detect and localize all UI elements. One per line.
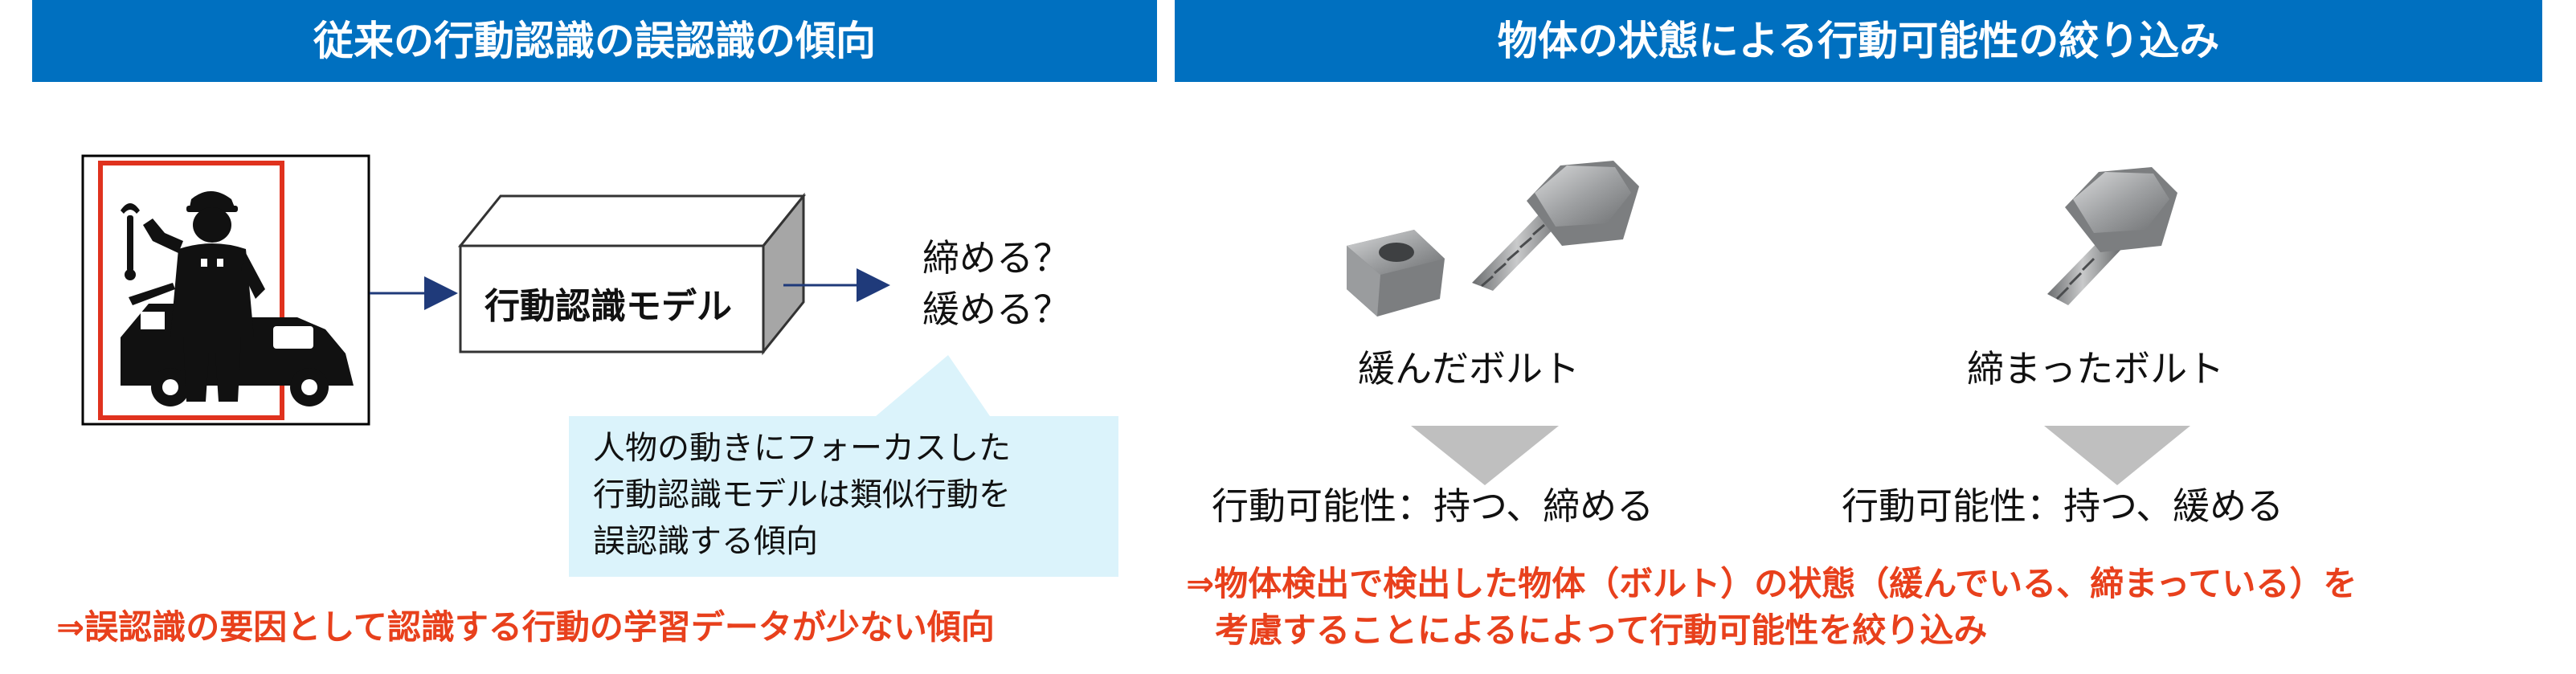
wrench-icon xyxy=(121,203,140,280)
nut-icon xyxy=(1347,230,1445,317)
callout-bubble xyxy=(569,355,1118,577)
right-conclusion-line-2: 考慮することによるによって行動可能性を絞り込み xyxy=(1215,611,1988,650)
callout-line-2: 行動認識モデルは類似行動を xyxy=(593,476,1011,513)
output-tighten: 締める？ xyxy=(922,236,1070,280)
mechanic-icon xyxy=(143,191,265,402)
right-banner: 物体の状態による行動可能性の絞り込み xyxy=(1175,0,2542,82)
left-banner-title: 従来の行動認識の誤認識の傾向 xyxy=(313,18,876,64)
model-box-label: 行動認識モデル xyxy=(485,286,732,327)
right-banner-title: 物体の状態による行動可能性の絞り込み xyxy=(1497,18,2220,64)
bolt-icon xyxy=(1472,161,1639,291)
mechanic-image xyxy=(81,154,370,426)
left-banner: 従来の行動認識の誤認識の傾向 xyxy=(32,0,1157,82)
left-conclusion: ⇒誤認識の要因として認識する行動の学習データが少ない傾向 xyxy=(56,607,995,647)
right-conclusion-line-1: ⇒物体検出で検出した物体（ボルト）の状態（緩んでいる、締まっている）を xyxy=(1186,564,2357,603)
loose-bolt-label: 緩んだボルト xyxy=(1358,347,1580,390)
model-box xyxy=(457,192,807,356)
down-arrow-tight xyxy=(2044,426,2190,485)
callout-line-1: 人物の動きにフォーカスした xyxy=(593,430,1011,467)
down-arrow-loose xyxy=(1411,426,1559,485)
loose-affordance: 行動可能性：持つ、締める xyxy=(1212,484,1654,528)
tight-bolt-label: 締まったボルト xyxy=(1967,347,2225,390)
tight-affordance: 行動可能性：持つ、緩める xyxy=(1842,484,2284,528)
callout-line-3: 誤認識する傾向 xyxy=(593,523,818,560)
output-loosen: 緩める？ xyxy=(922,288,1070,331)
bolt-icon xyxy=(2047,167,2177,305)
